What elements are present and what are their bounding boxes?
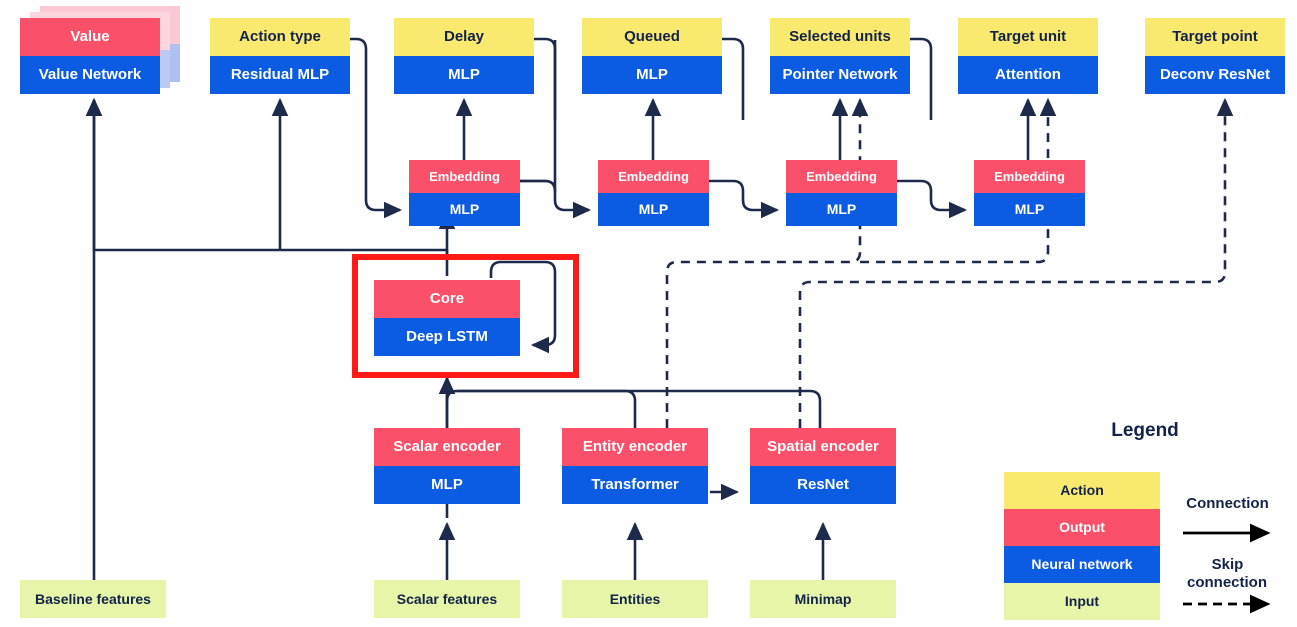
legend-skip-label-line2: connection	[1186, 574, 1267, 591]
node-spatial-encoder-network: ResNet	[750, 466, 896, 504]
legend-swatch-action: Action	[1004, 472, 1160, 509]
legend-skip-label-line1: Skip	[1211, 556, 1244, 573]
node-spatial-encoder-output: Spatial encoder	[750, 428, 896, 466]
node-core[interactable]: Core Deep LSTM	[374, 280, 520, 356]
node-entity-encoder-network: Transformer	[562, 466, 708, 504]
node-embedding-1[interactable]: Embedding MLP	[409, 160, 520, 226]
node-embedding-3-network: MLP	[786, 193, 897, 226]
node-selected-units-network: Pointer Network	[770, 56, 910, 94]
node-input-entities[interactable]: Entities	[562, 580, 708, 618]
node-value[interactable]: Value Value Network	[20, 18, 160, 94]
node-entity-encoder[interactable]: Entity encoder Transformer	[562, 428, 708, 504]
wire-entity-to-core	[457, 389, 637, 428]
node-input-minimap-label: Minimap	[750, 580, 896, 618]
wire-queued-out-down	[722, 37, 745, 120]
node-selected-units-action: Selected units	[770, 18, 910, 56]
legend-swatch-output: Output	[1004, 509, 1160, 546]
node-input-scalar-features[interactable]: Scalar features	[374, 580, 520, 618]
node-action-type-action: Action type	[210, 18, 350, 56]
wire-emb3-to-emb4	[897, 179, 968, 219]
node-action-type-network: Residual MLP	[210, 56, 350, 94]
node-action-type[interactable]: Action type Residual MLP	[210, 18, 350, 94]
wire-delay-out-down	[534, 37, 557, 120]
node-delay[interactable]: Delay MLP	[394, 18, 534, 94]
node-scalar-encoder[interactable]: Scalar encoder MLP	[374, 428, 520, 504]
node-scalar-encoder-output: Scalar encoder	[374, 428, 520, 466]
node-value-output: Value	[20, 18, 160, 56]
legend-title: Legend	[1111, 420, 1179, 441]
node-embedding-4[interactable]: Embedding MLP	[974, 160, 1085, 226]
skip-spatial-to-target-point	[798, 97, 1234, 428]
node-delay-action: Delay	[394, 18, 534, 56]
node-core-output: Core	[374, 280, 520, 318]
node-embedding-2-network: MLP	[598, 193, 709, 226]
legend-connection-label: Connection	[1186, 495, 1269, 512]
wire-emb2-to-emb3	[709, 179, 780, 219]
legend-swatch-stack: Action Output Neural network Input	[1004, 472, 1160, 620]
node-queued-action: Queued	[582, 18, 722, 56]
node-entity-encoder-output: Entity encoder	[562, 428, 708, 466]
node-target-unit-action: Target unit	[958, 18, 1098, 56]
wire-selected-out-down	[910, 37, 933, 120]
node-input-entities-label: Entities	[562, 580, 708, 618]
node-queued[interactable]: Queued MLP	[582, 18, 722, 94]
wire-actiontype-to-emb1	[350, 37, 403, 219]
node-input-scalar-features-label: Scalar features	[374, 580, 520, 618]
node-input-baseline-features[interactable]: Baseline features	[20, 580, 166, 618]
node-target-point-network: Deconv ResNet	[1145, 56, 1285, 94]
core-highlight-box	[352, 254, 579, 378]
skip-entity-to-selected-units	[665, 97, 869, 428]
wire-core-to-value	[85, 97, 449, 258]
node-spatial-encoder[interactable]: Spatial encoder ResNet	[750, 428, 896, 504]
node-queued-network: MLP	[582, 56, 722, 94]
node-embedding-3-output: Embedding	[786, 160, 897, 193]
node-target-unit-network: Attention	[958, 56, 1098, 94]
node-embedding-2-output: Embedding	[598, 160, 709, 193]
node-target-point-action: Target point	[1145, 18, 1285, 56]
node-embedding-2[interactable]: Embedding MLP	[598, 160, 709, 226]
node-target-point[interactable]: Target point Deconv ResNet	[1145, 18, 1285, 94]
node-embedding-3[interactable]: Embedding MLP	[786, 160, 897, 226]
wire-spatial-to-core	[445, 389, 822, 428]
wire-emb1-to-emb2	[520, 179, 592, 219]
node-embedding-4-output: Embedding	[974, 160, 1085, 193]
node-input-baseline-features-label: Baseline features	[20, 580, 166, 618]
node-core-network: Deep LSTM	[374, 318, 520, 356]
node-value-network: Value Network	[20, 56, 160, 94]
node-selected-units[interactable]: Selected units Pointer Network	[770, 18, 910, 94]
node-embedding-4-network: MLP	[974, 193, 1085, 226]
node-embedding-1-network: MLP	[409, 193, 520, 226]
node-input-minimap[interactable]: Minimap	[750, 580, 896, 618]
node-scalar-encoder-network: MLP	[374, 466, 520, 504]
node-target-unit[interactable]: Target unit Attention	[958, 18, 1098, 94]
legend-swatch-input: Input	[1004, 583, 1160, 620]
node-delay-network: MLP	[394, 56, 534, 94]
node-embedding-1-output: Embedding	[409, 160, 520, 193]
legend-swatch-neural-network: Neural network	[1004, 546, 1160, 583]
